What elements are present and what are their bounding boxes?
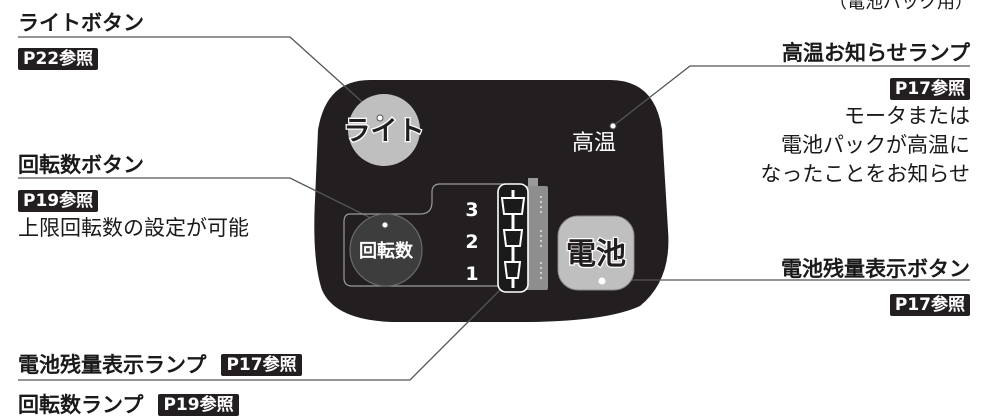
- leader-rpm-button: [18, 177, 386, 226]
- rpm-lamp-2: [502, 229, 524, 247]
- callout-battery-lamp-title: 電池残量表示ランプ: [18, 353, 207, 377]
- light-button-label: ライト: [344, 116, 425, 147]
- rpm-lamp-1: [503, 261, 522, 279]
- leader-light: [18, 36, 381, 119]
- rpm-lamp-shapes: [500, 197, 526, 279]
- callout-battery-lamp: 電池残量表示ランプ P17参照: [18, 352, 302, 378]
- rpm-level-2: 2: [465, 231, 478, 253]
- callout-temp-lamp-title: 高温お知らせランプ: [782, 41, 970, 65]
- battery-button-label: 電池: [566, 237, 626, 272]
- callout-rpm-button-desc: 上限回転数の設定が可能: [18, 216, 249, 240]
- callout-rpm-button-ref[interactable]: P19参照: [18, 190, 99, 212]
- callout-battery-button-ref[interactable]: P17参照: [889, 294, 970, 316]
- callout-light-button: ライトボタン P22参照: [18, 10, 144, 70]
- light-button-shape: [348, 94, 420, 166]
- callout-rpm-lamp-ref[interactable]: P19参照: [158, 394, 239, 416]
- rpm-button-shape: [349, 213, 423, 287]
- leader-battery-lamp: [18, 289, 501, 381]
- temp-lamp-label: 高温: [572, 131, 616, 156]
- rpm-button-label: 回転数: [359, 240, 414, 262]
- rpm-lamp-outline: [343, 183, 505, 287]
- header-note: （電池パック用）: [829, 0, 973, 13]
- callout-light-button-title: ライトボタン: [18, 11, 144, 35]
- callout-temp-lamp-desc-2: 電池パックが高温に: [781, 133, 970, 157]
- callout-battery-button: 電池残量表示ボタン P17参照: [781, 256, 970, 316]
- callout-light-button-ref[interactable]: P22参照: [18, 48, 99, 70]
- rpm-level-3: 3: [465, 199, 478, 221]
- callout-rpm-lamp: 回転数ランプ P19参照: [18, 392, 239, 418]
- battery-gauge-cap: [528, 178, 538, 186]
- leader-endpoints: [376, 114, 617, 229]
- callout-rpm-button-title: 回転数ボタン: [18, 153, 144, 177]
- callout-temp-lamp-desc-3: なったことをお知らせ: [760, 162, 970, 186]
- leader-lines: [18, 36, 970, 381]
- callout-temp-lamp-ref[interactable]: P17参照: [889, 78, 970, 100]
- callout-rpm-button: 回転数ボタン P19参照 上限回転数の設定が可能: [18, 152, 249, 243]
- rpm-level-1: 1: [465, 263, 478, 285]
- callout-battery-lamp-ref[interactable]: P17参照: [221, 354, 302, 376]
- battery-button-dot: [598, 277, 606, 285]
- callout-battery-button-title: 電池残量表示ボタン: [781, 257, 970, 281]
- battery-button-shape: [557, 215, 635, 291]
- callout-temp-lamp-desc-1: モータまたは: [844, 104, 970, 128]
- rpm-lamp-3: [500, 197, 526, 215]
- callout-temp-lamp: 高温お知らせランプ P17参照 モータまたは 電池パックが高温に なったことをお…: [760, 40, 970, 189]
- leader-temp: [612, 65, 970, 127]
- callout-rpm-lamp-title: 回転数ランプ: [18, 393, 144, 417]
